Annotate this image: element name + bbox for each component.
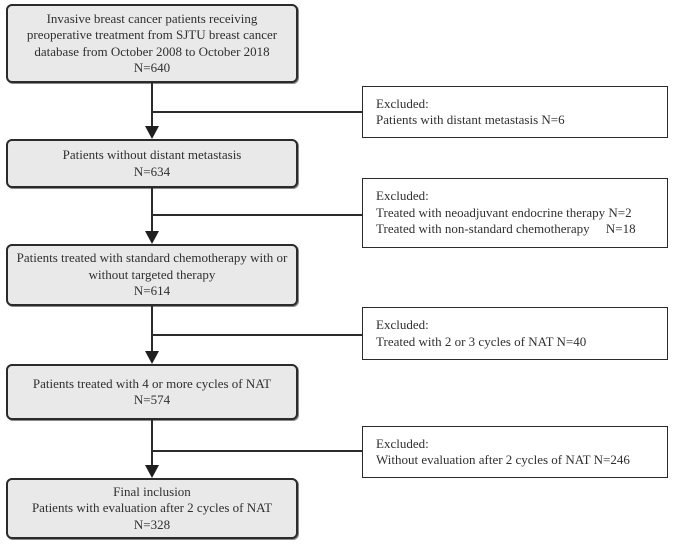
flow-box-count: N=640 (133, 60, 171, 75)
flow-box-line: Patients without distant metastasis (62, 147, 242, 162)
exclusion-header: Excluded: (376, 435, 429, 451)
exclusion-box-few-cycles: Excluded: Treated with 2 or 3 cycles of … (362, 307, 668, 360)
flow-box-line: Patients treated with standard chemother… (16, 250, 288, 266)
connector-line-vertical (151, 305, 153, 353)
exclusion-box-metastasis: Excluded: Patients with distant metastas… (362, 86, 668, 138)
connector-line-vertical (151, 83, 153, 128)
flow-box-line: Final inclusion (113, 483, 191, 499)
exclusion-header: Excluded: (376, 95, 429, 111)
flow-box-count: N=328 (133, 516, 171, 532)
flow-box-line: preoperative treatment from SJTU breast … (26, 27, 278, 42)
exclusion-line: Without evaluation after 2 cycles of NAT… (376, 452, 630, 467)
exclusion-box-nonstandard-therapy: Excluded: Treated with neoadjuvant endoc… (362, 178, 668, 248)
flow-box-four-cycles: Patients treated with 4 or more cycles o… (6, 364, 298, 420)
flow-box-enrollment: Invasive breast cancer patients receivin… (6, 4, 298, 83)
exclusion-line: Treated with neoadjuvant endocrine thera… (376, 204, 632, 220)
flow-box-count: N=574 (133, 392, 171, 407)
exclusion-line: Patients with distant metastasis N=6 (376, 112, 565, 127)
exclusion-box-no-evaluation: Excluded: Without evaluation after 2 cyc… (362, 426, 668, 478)
arrow-down-icon (145, 126, 159, 139)
connector-line-vertical (151, 420, 153, 467)
exclusion-header: Excluded: (376, 188, 429, 204)
flow-box-count: N=634 (133, 163, 171, 179)
flow-box-line: Patients treated with 4 or more cycles o… (32, 375, 272, 391)
arrow-down-icon (145, 351, 159, 364)
connector-line-horizontal (152, 214, 362, 216)
exclusion-line: Treated with non-standard chemotherapy N… (376, 221, 636, 237)
flow-box-line: without targeted therapy (88, 266, 216, 282)
flow-box-no-metastasis: Patients without distant metastasis N=63… (6, 139, 298, 188)
arrow-down-icon (145, 231, 159, 244)
exclusion-header: Excluded: (376, 317, 429, 332)
connector-line-horizontal (152, 334, 362, 336)
connector-line-horizontal (152, 111, 362, 113)
arrow-down-icon (145, 465, 159, 478)
flow-box-standard-chemo: Patients treated with standard chemother… (6, 244, 298, 306)
flow-box-line: Patients with evaluation after 2 cycles … (31, 500, 273, 516)
flow-box-line: Invasive breast cancer patients receivin… (46, 10, 258, 26)
flow-box-final-inclusion: Final inclusion Patients with evaluation… (6, 478, 298, 539)
flow-box-count: N=614 (133, 283, 171, 299)
exclusion-line: Treated with 2 or 3 cycles of NAT N=40 (376, 333, 587, 349)
flow-box-line: database from October 2008 to October 20… (34, 43, 270, 59)
connector-line-horizontal (152, 450, 362, 452)
connector-line-vertical (151, 188, 153, 233)
